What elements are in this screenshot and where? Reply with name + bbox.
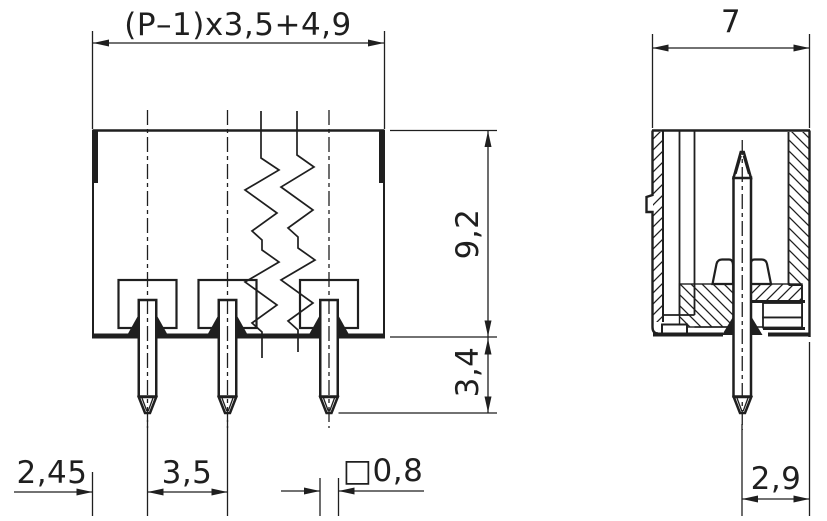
- dim-heights: [338, 129, 497, 414]
- dimensions: [14, 31, 811, 516]
- terminal-step-upper: [762, 302, 803, 319]
- side-body-outline: [645, 129, 811, 337]
- dim-pitch-offset: [14, 420, 229, 516]
- side-bottom-left-hatch: [678, 283, 734, 328]
- dim-pin-to-edge: [741, 342, 811, 516]
- contact-collar: [711, 258, 773, 286]
- pin-flares: [127, 313, 349, 335]
- front-left-edge-bar: [92, 130, 98, 183]
- side-view: [645, 129, 811, 430]
- dim-pin-square: [281, 478, 424, 516]
- left-foot: [661, 323, 688, 335]
- arrow-right-icon: [793, 495, 810, 503]
- label-edge-to-pin: 2,45: [16, 455, 87, 491]
- arrow-left-icon: [93, 39, 109, 47]
- side-right-wall-hatch: [789, 132, 810, 285]
- arrow-up-icon: [484, 131, 492, 147]
- label-depth: 7: [721, 4, 741, 40]
- label-top-formula: (P–1)x3,5+4,9: [124, 7, 352, 43]
- front-view: [92, 110, 385, 428]
- pin-centerlines: [146, 110, 330, 428]
- side-bottom-right-hatch: [749, 283, 803, 303]
- dim-depth: [651, 34, 811, 128]
- side-pin-top-tip: [731, 150, 753, 180]
- front-pins: [136, 298, 340, 415]
- arrow-right-icon: [793, 44, 810, 52]
- dim-top-formula: [91, 31, 386, 129]
- inner-wall: [663, 131, 696, 316]
- break-line-right: [279, 111, 317, 352]
- break-lines: [243, 111, 317, 358]
- arrow-right-icon: [76, 488, 93, 496]
- label-pitch: 3,5: [162, 455, 213, 491]
- arrow-left-icon: [742, 495, 758, 503]
- side-pin: [722, 140, 763, 430]
- arrow-left-icon: [147, 488, 164, 496]
- front-right-edge-bar: [379, 130, 385, 183]
- arrow-left-icon: [652, 44, 669, 52]
- terminal-step-lower: [762, 316, 803, 329]
- label-pin-protrusion: 3,4: [450, 347, 486, 398]
- label-height-body: 9,2: [450, 209, 486, 260]
- front-body-outline: [92, 129, 385, 339]
- label-pin-to-edge: 2,9: [751, 461, 802, 497]
- dimension-labels: (P–1)x3,5+4,9 9,2 3,4 2,45 3,5 □0,8 7 2,…: [16, 4, 802, 497]
- arrow-right-icon: [368, 39, 384, 47]
- label-pin-square: □0,8: [343, 453, 424, 489]
- arrow-up-icon: [484, 338, 492, 355]
- arrow-down-icon: [484, 396, 492, 413]
- side-left-wall-hatch: [653, 132, 663, 322]
- break-line-left: [243, 111, 281, 358]
- arrow-right-icon: [211, 488, 228, 496]
- arrow-down-icon: [484, 320, 492, 337]
